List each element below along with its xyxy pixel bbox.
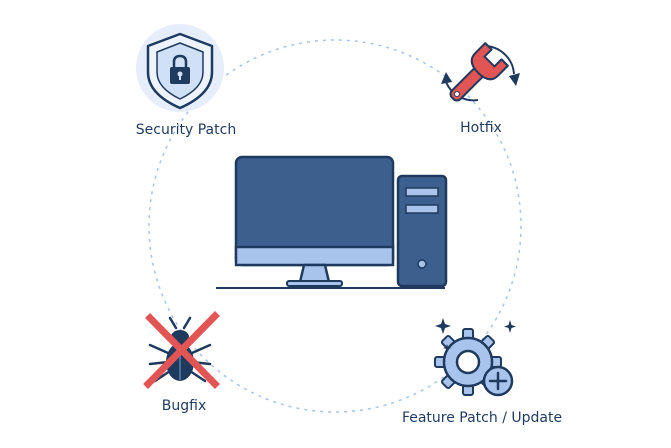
wrench-cycle-icon — [441, 42, 520, 102]
orbit-circle — [148, 39, 522, 413]
feature-patch-label: Feature Patch / Update — [401, 410, 563, 426]
security-patch-label: Security Patch — [135, 122, 237, 138]
desktop-computer-icon — [216, 155, 448, 289]
bugfix-label: Bugfix — [161, 398, 207, 414]
gear-plus-icon — [434, 318, 516, 397]
crossed-bug-icon — [143, 311, 220, 389]
shield-lock-icon — [136, 24, 224, 112]
hotfix-label: Hotfix — [460, 120, 502, 136]
